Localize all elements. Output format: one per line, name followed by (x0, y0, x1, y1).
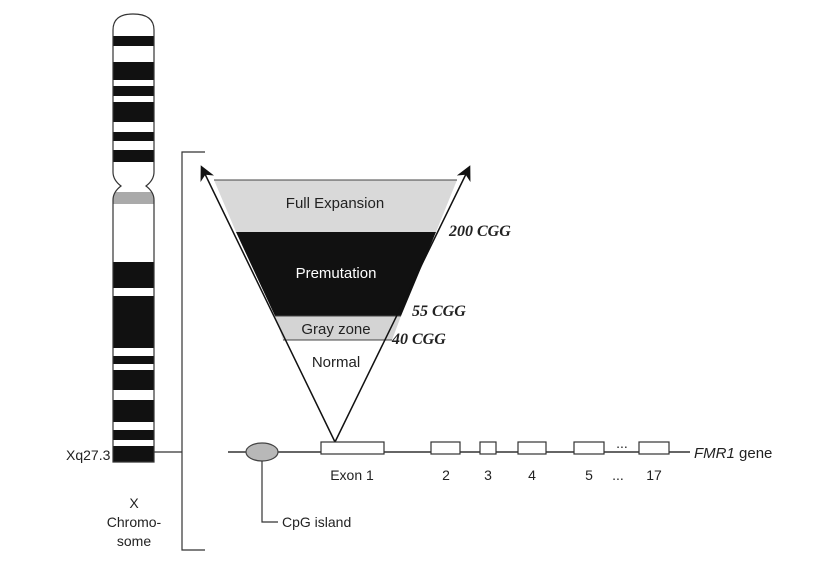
exon-4 (517, 441, 547, 455)
x-chromosome (112, 13, 155, 463)
gene-name: FMR1 gene (694, 445, 772, 462)
exon-5 (573, 441, 605, 455)
exon-label-3: 3 (484, 467, 492, 483)
threshold-55-cgg: 55 CGG (412, 303, 466, 320)
funnel-right-arrow (334, 165, 471, 443)
bracket (181, 151, 205, 551)
exon-3 (479, 441, 497, 455)
funnel-zone-full-expansion (214, 180, 457, 232)
exon-1 (320, 441, 385, 455)
gene-name-suffix: gene (735, 445, 773, 462)
gene-name-italic: FMR1 (694, 445, 735, 462)
cpg-island-marker (245, 442, 279, 462)
exon-label-4: 4 (528, 467, 536, 483)
exon-17 (638, 441, 670, 455)
chromosome-name-line-2: Chromo- (107, 514, 162, 530)
band-label: Xq27.3 (66, 447, 111, 463)
threshold-40-cgg: 40 CGG (391, 331, 446, 348)
zone-label-gray: Gray zone (301, 321, 370, 338)
exon-label-17: 17 (646, 467, 662, 483)
cpg-pointer-line (261, 461, 278, 523)
chromosome-name: X Chromo- some (107, 495, 162, 549)
zone-label-full-expansion: Full Expansion (286, 195, 384, 212)
chromosome-name-line-1: X (129, 495, 139, 511)
funnel-zone-gray (275, 316, 401, 340)
exon-label-2: 2 (442, 467, 450, 483)
repeat-funnel: Full Expansion Premutation Gray zone Nor… (200, 165, 511, 443)
exon-label-5: 5 (585, 467, 593, 483)
exon-2 (430, 441, 461, 455)
exon-gap-ellipsis: ... (616, 435, 628, 451)
exon-label-ellipsis: ... (612, 467, 624, 483)
cpg-island-label: CpG island (282, 514, 351, 530)
funnel-zone-premutation (236, 232, 436, 316)
funnel-left-arrow (200, 165, 336, 443)
fmr1-gene: CpG island ... Exon 1 2 3 4 5 ... 17 FMR… (228, 435, 772, 530)
zone-label-normal: Normal (312, 354, 360, 371)
exon-label-1: Exon 1 (330, 467, 374, 483)
funnel-zone-normal (283, 340, 392, 442)
threshold-200-cgg: 200 CGG (448, 223, 511, 240)
zone-label-premutation: Premutation (296, 265, 377, 282)
chromosome-name-line-3: some (117, 533, 151, 549)
